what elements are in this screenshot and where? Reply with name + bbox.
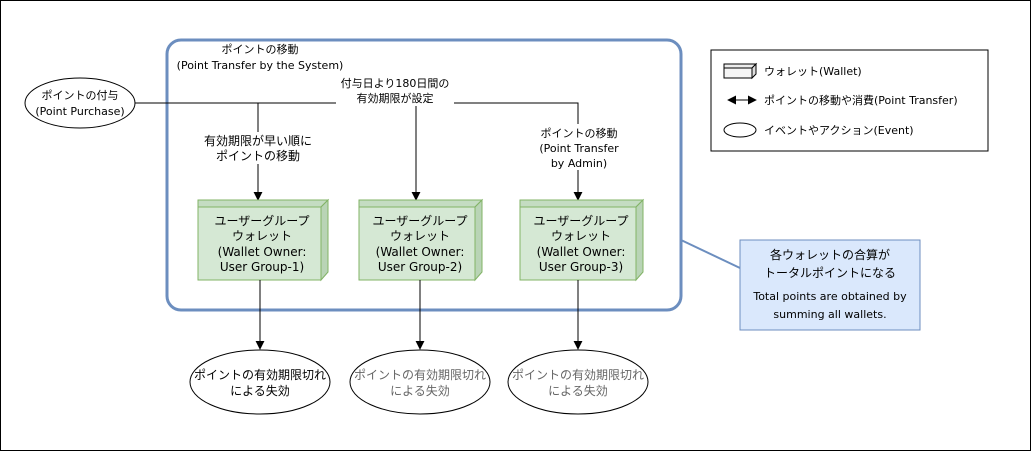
wallet-1-top-face	[197, 199, 330, 208]
total-points-note: 各ウォレットの合算が トータルポイントになる Total points are …	[739, 239, 921, 331]
wallet-3-line2: ウォレット	[551, 229, 611, 243]
wallet-2-line1: ユーザーグループ	[372, 214, 467, 228]
wallet-1-line4: User Group-1)	[220, 260, 304, 274]
system-transfer-group-box	[165, 38, 683, 312]
admin-transfer-line2: (Point Transfer	[539, 142, 619, 155]
expiry-event-2-line1: ポイントの有効期限切れ	[354, 367, 486, 382]
expiry-note-line2: 有効期限が設定	[357, 91, 434, 105]
expiry-event-3-line1: ポイントの有効期限切れ	[512, 367, 644, 382]
legend-box	[710, 49, 989, 152]
expiry-event-2	[349, 349, 491, 415]
wallet-2-line3: (Wallet Owner:	[376, 245, 465, 259]
wallet-user-group-1: ユーザーグループ ウォレット (Wallet Owner: User Group…	[197, 198, 330, 282]
point-purchase-line1: ポイントの付与	[42, 89, 119, 102]
expiry-event-1-line2: による失効	[230, 383, 290, 398]
earliest-expiry-line1: 有効期限が早い順に	[204, 133, 312, 148]
wallet-3-line1: ユーザーグループ	[533, 214, 628, 228]
legend-event-label: イベントやアクション(Event)	[764, 124, 914, 137]
expiry-event-1-line1: ポイントの有効期限切れ	[194, 367, 326, 382]
total-note-line1: 各ウォレットの合算が	[770, 247, 890, 262]
wallet-2-side-face	[474, 198, 483, 282]
wallet-1-line3: (Wallet Owner:	[218, 245, 307, 259]
wallet-2-front-face	[358, 206, 476, 281]
legend-wallet-top	[723, 63, 758, 69]
wallet-3-top-face	[519, 199, 645, 208]
wallet-1-line1: ユーザーグループ	[214, 214, 309, 228]
expiry-event-3-line2: による失効	[548, 383, 608, 398]
expiry-event-1	[189, 349, 331, 415]
expiry-note-line1: 付与日より180日間の	[341, 77, 450, 90]
earliest-expiry-note-bg	[196, 132, 320, 164]
expiry-note-bg	[336, 76, 454, 106]
wallet-3-line4: User Group-3)	[539, 260, 623, 274]
wallet-3-line3: (Wallet Owner:	[537, 245, 626, 259]
expiry-event-3	[507, 349, 649, 415]
admin-transfer-note-bg	[522, 124, 636, 170]
earliest-expiry-line2: ポイントの移動	[216, 149, 300, 163]
wallet-2-line2: ウォレット	[390, 229, 450, 243]
wallet-3-side-face	[635, 198, 644, 282]
wallet-2-top-face	[358, 199, 484, 208]
wallet-1-line2: ウォレット	[232, 229, 292, 243]
wallet-1-side-face	[320, 198, 329, 282]
event-legend-icon	[723, 122, 757, 138]
legend-transfer-label: ポイントの移動や消費(Point Transfer)	[764, 93, 958, 107]
wallet-legend-icon	[723, 67, 753, 79]
point-purchase-line2: (Point Purchase)	[35, 105, 124, 118]
point-purchase-event	[24, 77, 136, 129]
wallet-3-front-face	[519, 206, 637, 281]
admin-transfer-line1: ポイントの移動	[541, 126, 618, 140]
expiry-event-2-line2: による失効	[390, 383, 450, 398]
wallet-user-group-2: ユーザーグループ ウォレット (Wallet Owner: User Group…	[358, 198, 484, 282]
total-note-box	[739, 239, 921, 331]
wallet-2-line4: User Group-2)	[378, 260, 462, 274]
total-note-line2: トータルポイントになる	[764, 266, 896, 280]
total-note-line4: summing all wallets.	[773, 308, 886, 321]
admin-transfer-line3: by Admin)	[551, 157, 607, 170]
legend-wallet-label: ウォレット(Wallet)	[764, 65, 862, 78]
group-to-note-connector	[680, 239, 741, 269]
total-note-line3: Total points are obtained by	[752, 290, 907, 303]
legend: ウォレット(Wallet) ポイントの移動や消費(Point Transfer)…	[710, 49, 989, 152]
group-box-title-line1: ポイントの移動	[222, 42, 299, 56]
group-box-title-line2: (Point Transfer by the System)	[177, 59, 344, 72]
wallet-user-group-3: ユーザーグループ ウォレット (Wallet Owner: User Group…	[519, 198, 645, 282]
